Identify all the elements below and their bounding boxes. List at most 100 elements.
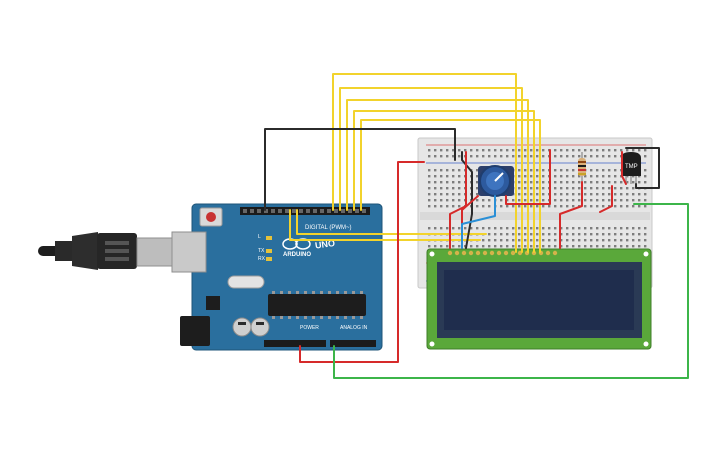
wire-yellow-5[interactable]: [360, 119, 541, 253]
breadboard-hole: [572, 239, 575, 242]
breadboard-hole: [620, 239, 623, 242]
breadboard-hole: [560, 193, 563, 196]
breadboard-hole: [620, 245, 623, 248]
breadboard-hole: [434, 187, 437, 190]
breadboard-hole: [590, 227, 593, 230]
breadboard-hole: [488, 149, 491, 152]
breadboard-hole: [560, 181, 563, 184]
lcd-mount-hole-tl: [429, 251, 435, 257]
breadboard-hole: [458, 175, 461, 178]
breadboard-hole: [596, 187, 599, 190]
wire-red-5v[interactable]: [299, 161, 425, 363]
breadboard-hole: [572, 245, 575, 248]
wire-blue-contrast[interactable]: [461, 195, 496, 249]
wire-red-backlight[interactable]: [599, 185, 613, 213]
wire-black-gnd[interactable]: [264, 128, 456, 211]
breadboard-hole: [452, 169, 455, 172]
wire-black-lcd-gnd[interactable]: [461, 151, 473, 249]
breadboard-hole: [536, 193, 539, 196]
breadboard-hole: [512, 239, 515, 242]
breadboard-hole: [626, 239, 629, 242]
breadboard-hole: [602, 233, 605, 236]
wire-yellow-2[interactable]: [339, 87, 523, 253]
breadboard-hole: [608, 227, 611, 230]
wire-red-lcd-vcc[interactable]: [449, 151, 467, 249]
tmp-sensor-label: TMP: [625, 164, 638, 170]
breadboard-hole: [536, 169, 539, 172]
lcd-16x2[interactable]: [426, 248, 652, 350]
wire-yellow-7[interactable]: [296, 209, 487, 235]
wire-yellow-1[interactable]: [332, 73, 517, 253]
wire-yellow-6[interactable]: [289, 209, 481, 241]
breadboard-hole: [584, 239, 587, 242]
breadboard-hole: [626, 199, 629, 202]
breadboard-hole: [518, 187, 521, 190]
breadboard-hole: [518, 245, 521, 248]
breadboard-hole: [566, 187, 569, 190]
breadboard-hole: [476, 181, 479, 184]
led-label-rx: RX: [258, 256, 266, 262]
usb-metal-connector: [136, 237, 176, 267]
breadboard-hole: [542, 149, 545, 152]
arduino-uno-board[interactable]: DIGITAL (PWM~) ARDUINO UNO L TX RX POWER…: [171, 203, 383, 351]
wire-red-sensor[interactable]: [621, 151, 627, 185]
wire-yellow-3[interactable]: [346, 99, 529, 253]
breadboard-hole: [602, 205, 605, 208]
breadboard-hole: [644, 155, 647, 158]
breadboard-hole: [554, 193, 557, 196]
breadboard-hole: [608, 193, 611, 196]
breadboard-hole: [428, 205, 431, 208]
breadboard-hole: [494, 233, 497, 236]
breadboard-hole: [644, 149, 647, 152]
led-rx: [266, 257, 272, 261]
lcd-screen: [444, 270, 634, 330]
breadboard-hole: [530, 205, 533, 208]
usb-cable[interactable]: [38, 232, 176, 270]
breadboard-hole: [470, 149, 473, 152]
breadboard-hole: [608, 233, 611, 236]
resistor[interactable]: [578, 152, 586, 182]
breadboard-hole: [608, 155, 611, 158]
breadboard-hole: [458, 199, 461, 202]
breadboard-hole: [524, 233, 527, 236]
breadboard-hole: [434, 205, 437, 208]
temperature-sensor[interactable]: TMP: [621, 152, 641, 184]
breadboard-hole: [536, 175, 539, 178]
breadboard-hole: [530, 227, 533, 230]
breadboard-hole: [506, 233, 509, 236]
breadboard-hole: [530, 245, 533, 248]
wire-green-sensor[interactable]: [333, 203, 689, 379]
breadboard-hole: [518, 149, 521, 152]
breadboard-hole: [554, 181, 557, 184]
wire-red-pot-right[interactable]: [505, 149, 551, 205]
breadboard-hole: [596, 245, 599, 248]
breadboard-hole: [632, 239, 635, 242]
wire-red-resistor[interactable]: [559, 181, 583, 249]
breadboard-hole: [524, 155, 527, 158]
breadboard-hole: [446, 187, 449, 190]
breadboard-hole: [614, 227, 617, 230]
wire-black-sensor[interactable]: [625, 147, 660, 189]
breadboard-hole: [566, 227, 569, 230]
digital-header-pins: [243, 209, 366, 213]
breadboard-hole: [434, 175, 437, 178]
wire-yellow-4[interactable]: [353, 110, 535, 253]
breadboard-hole: [578, 175, 581, 178]
breadboard-hole: [632, 149, 635, 152]
breadboard-hole: [542, 193, 545, 196]
breadboard-hole: [584, 187, 587, 190]
potentiometer[interactable]: [478, 165, 514, 197]
lcd-pin: [461, 250, 467, 256]
breadboard-hole: [560, 155, 563, 158]
breadboard-hole: [434, 181, 437, 184]
breadboard-hole: [476, 175, 479, 178]
breadboard-hole: [590, 175, 593, 178]
breadboard-hole: [536, 205, 539, 208]
breadboard-hole: [506, 227, 509, 230]
breadboard-hole: [470, 227, 473, 230]
breadboard-hole: [560, 205, 563, 208]
breadboard-hole: [482, 149, 485, 152]
breadboard-hole: [524, 227, 527, 230]
breadboard-hole: [494, 227, 497, 230]
